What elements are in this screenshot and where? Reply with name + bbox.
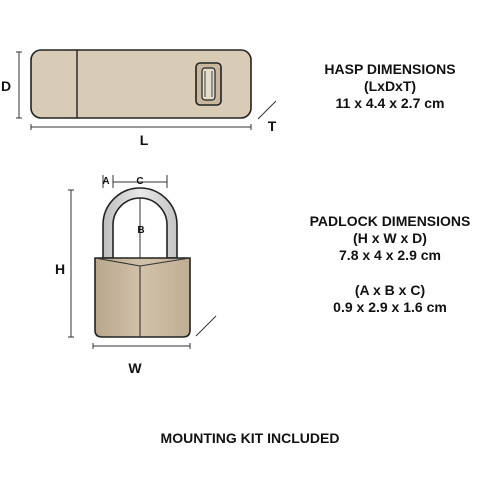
padlock-height-label: H [55,261,65,277]
hasp-length-label: L [140,132,149,148]
padlock-width-dimension: W [92,343,191,376]
hasp-staple-inner [201,67,216,101]
shackle-b-dimension: B [137,198,145,258]
hasp-heading: HASP DIMENSIONS [324,61,456,77]
padlock-height-dimension: H [55,189,74,338]
hasp-thickness-label: T [268,118,277,134]
shackle-values: 0.9 x 2.9 x 1.6 cm [333,299,447,315]
spacer [300,264,480,282]
hasp-length-dimension: L [30,124,252,148]
hasp-drawing [30,49,252,119]
hasp-values: 11 x 4.4 x 2.7 cm [335,95,445,111]
hasp-dimensions-text: HASP DIMENSIONS (LxDxT) 11 x 4.4 x 2.7 c… [300,61,480,112]
shackle-a-c-dimension: A C [102,175,168,188]
padlock-format: (H x W x D) [353,230,427,246]
padlock-depth-dimension [195,315,217,337]
padlock-drawing [94,187,191,338]
shackle-b-label: B [137,225,144,236]
hasp-depth-dimension: D [1,51,22,119]
shackle-a-label: A [102,176,109,187]
padlock-values: 7.8 x 4 x 2.9 cm [339,247,441,263]
shackle-format: (A x B x C) [354,282,426,298]
shackle-c-label: C [136,176,143,187]
padlock-dimensions-text: PADLOCK DIMENSIONS (H x W x D) 7.8 x 4 x… [300,213,480,316]
padlock-body [94,257,191,338]
hasp-depth-label: D [1,78,11,94]
hasp-format: (LxDxT) [363,78,417,94]
hasp-thickness-dimension: T [257,100,277,134]
mounting-kit-note: MOUNTING KIT INCLUDED [160,430,340,446]
padlock-heading: PADLOCK DIMENSIONS [309,213,471,229]
padlock-width-label: W [128,360,142,376]
padlock-shackle [102,187,178,259]
